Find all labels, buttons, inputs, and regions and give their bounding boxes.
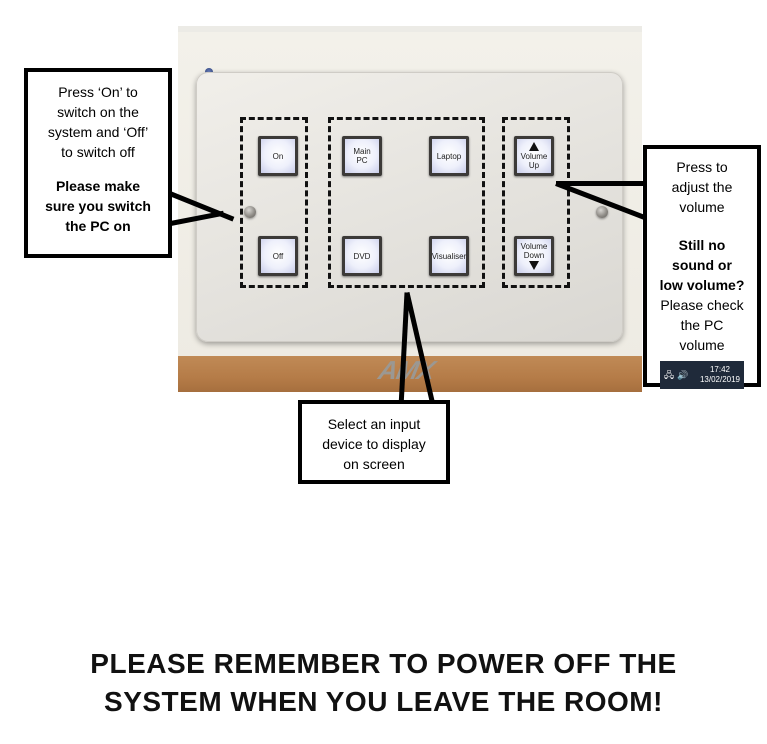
laptop-button[interactable]: Laptop (429, 136, 469, 176)
off-button[interactable]: Off (258, 236, 298, 276)
power-callout-line-4: to switch off (61, 144, 135, 160)
main-pc-label-1: Main (353, 147, 371, 156)
volume-group-outline (502, 117, 570, 288)
volume-callout-line-2: adjust the (671, 179, 733, 195)
volume-down-label-1: Volume (520, 242, 548, 251)
volume-up-label-1: Volume (520, 152, 548, 161)
volume-callout-pointer-top (556, 181, 652, 186)
input-callout-line-1: Select an input (327, 416, 421, 432)
on-button[interactable]: On (258, 136, 298, 176)
input-callout: Select an input device to display on scr… (298, 400, 450, 484)
volume-callout-bold-3: low volume? (659, 277, 745, 293)
right-screw (596, 206, 608, 218)
off-button-label: Off (272, 251, 284, 261)
volume-callout-line-5: the PC (680, 317, 724, 333)
volume-down-button[interactable]: Volume Down (514, 236, 554, 276)
power-callout-bold-1: Please make (55, 178, 141, 194)
power-callout: Press ‘On’ to switch on the system and ‘… (24, 68, 172, 258)
left-screw (244, 206, 256, 218)
wooden-surface (178, 356, 642, 392)
volume-up-button[interactable]: Volume Up (514, 136, 554, 176)
volume-callout-line-4: Please check (660, 297, 744, 313)
laptop-button-label: Laptop (436, 151, 462, 161)
power-callout-line-3: system and ‘Off’ (47, 124, 149, 140)
volume-down-arrow-icon (529, 261, 539, 270)
volume-callout-bold-2: sound or (672, 257, 732, 273)
main-pc-label-2: PC (356, 156, 368, 165)
input-callout-line-3: on screen (343, 456, 405, 472)
reminder-line-2: SYSTEM WHEN YOU LEAVE THE ROOM! (104, 686, 663, 717)
power-callout-bold-2: sure you switch (45, 198, 151, 214)
volume-down-label-2: Down (523, 251, 545, 260)
visualiser-button-label: Visualiser (431, 251, 467, 261)
power-group-outline (240, 117, 308, 288)
on-button-label: On (272, 151, 284, 161)
visualiser-button[interactable]: Visualiser (429, 236, 469, 276)
reminder-line-1: PLEASE REMEMBER TO POWER OFF THE (90, 648, 677, 679)
input-group-outline (328, 117, 485, 288)
network-icon: 🖧 (664, 370, 675, 380)
volume-callout-line-3: volume (679, 199, 725, 215)
volume-callout-line-1: Press to (676, 159, 728, 175)
dvd-button[interactable]: DVD (342, 236, 382, 276)
volume-callout: Press to adjust the volume Still no soun… (643, 145, 761, 389)
power-callout-line-2: switch on the (57, 104, 139, 120)
main-pc-button[interactable]: Main PC (342, 136, 382, 176)
dvd-button-label: DVD (353, 251, 371, 261)
speaker-icon: 🔊 (677, 370, 689, 380)
input-callout-line-2: device to display (322, 436, 426, 452)
volume-callout-line-6: volume (679, 337, 725, 353)
volume-up-arrow-icon (529, 142, 539, 151)
taskbar-time: 17:42 (709, 365, 730, 374)
volume-up-label-2: Up (528, 161, 540, 170)
taskbar-date: 13/02/2019 (699, 375, 740, 384)
pc-taskbar-screenshot: 🖧 🔊 17:42 13/02/2019 (660, 361, 744, 389)
power-callout-bold-3: the PC on (65, 218, 131, 234)
volume-callout-bold-1: Still no (678, 237, 726, 253)
power-callout-line-1: Press ‘On’ to (58, 84, 138, 100)
